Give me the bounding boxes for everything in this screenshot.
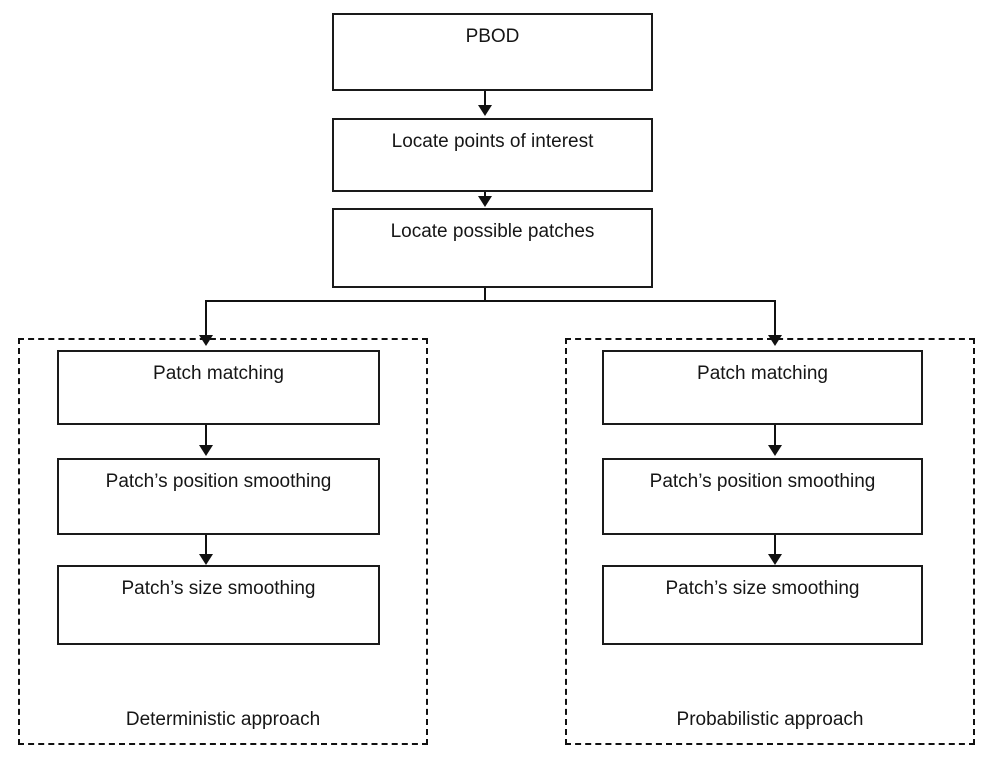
arrowhead-icon (199, 554, 213, 565)
arrowhead-icon (768, 554, 782, 565)
step-box-label: Patch’s position smoothing (105, 471, 332, 492)
step-box-probabilistic-size-smoothing[interactable]: Patch’s size smoothing (602, 565, 923, 645)
step-box-label: Patch matching (697, 363, 828, 384)
arrowhead-icon (768, 445, 782, 456)
process-box-label: Locate points of interest (391, 131, 594, 152)
step-box-deterministic-patch-matching[interactable]: Patch matching (57, 350, 380, 425)
process-box-label: Locate possible patches (390, 221, 595, 242)
step-box-label: Patch’s position smoothing (649, 471, 876, 492)
arrowhead-icon (199, 445, 213, 456)
connector-split-bar (205, 300, 776, 302)
branch-group-label: Deterministic approach (125, 709, 321, 730)
connector-split-stem (484, 288, 486, 302)
process-box-locate-points[interactable]: Locate points of interest (332, 118, 653, 192)
arrowhead-icon (199, 335, 213, 346)
branch-group-deterministic: Deterministic approach (18, 338, 428, 745)
connector-split-right-drop (774, 300, 776, 337)
branch-group-probabilistic: Probabilistic approach (565, 338, 975, 745)
connector-pbod-to-locate-points (484, 91, 486, 107)
connector-deterministic-2-to-3 (205, 535, 207, 557)
process-box-label: PBOD (465, 26, 520, 47)
step-box-probabilistic-patch-matching[interactable]: Patch matching (602, 350, 923, 425)
process-box-locate-patches[interactable]: Locate possible patches (332, 208, 653, 288)
step-box-deterministic-position-smoothing[interactable]: Patch’s position smoothing (57, 458, 380, 535)
arrowhead-icon (478, 196, 492, 207)
step-box-label: Patch’s size smoothing (121, 578, 316, 599)
branch-group-label: Probabilistic approach (676, 709, 864, 730)
step-box-label: Patch matching (153, 363, 284, 384)
connector-deterministic-1-to-2 (205, 425, 207, 447)
step-box-label: Patch’s size smoothing (665, 578, 860, 599)
connector-probabilistic-2-to-3 (774, 535, 776, 557)
arrowhead-icon (478, 105, 492, 116)
connector-probabilistic-1-to-2 (774, 425, 776, 447)
connector-split-left-drop (205, 300, 207, 337)
step-box-deterministic-size-smoothing[interactable]: Patch’s size smoothing (57, 565, 380, 645)
process-box-pbod[interactable]: PBOD (332, 13, 653, 91)
arrowhead-icon (768, 335, 782, 346)
step-box-probabilistic-position-smoothing[interactable]: Patch’s position smoothing (602, 458, 923, 535)
